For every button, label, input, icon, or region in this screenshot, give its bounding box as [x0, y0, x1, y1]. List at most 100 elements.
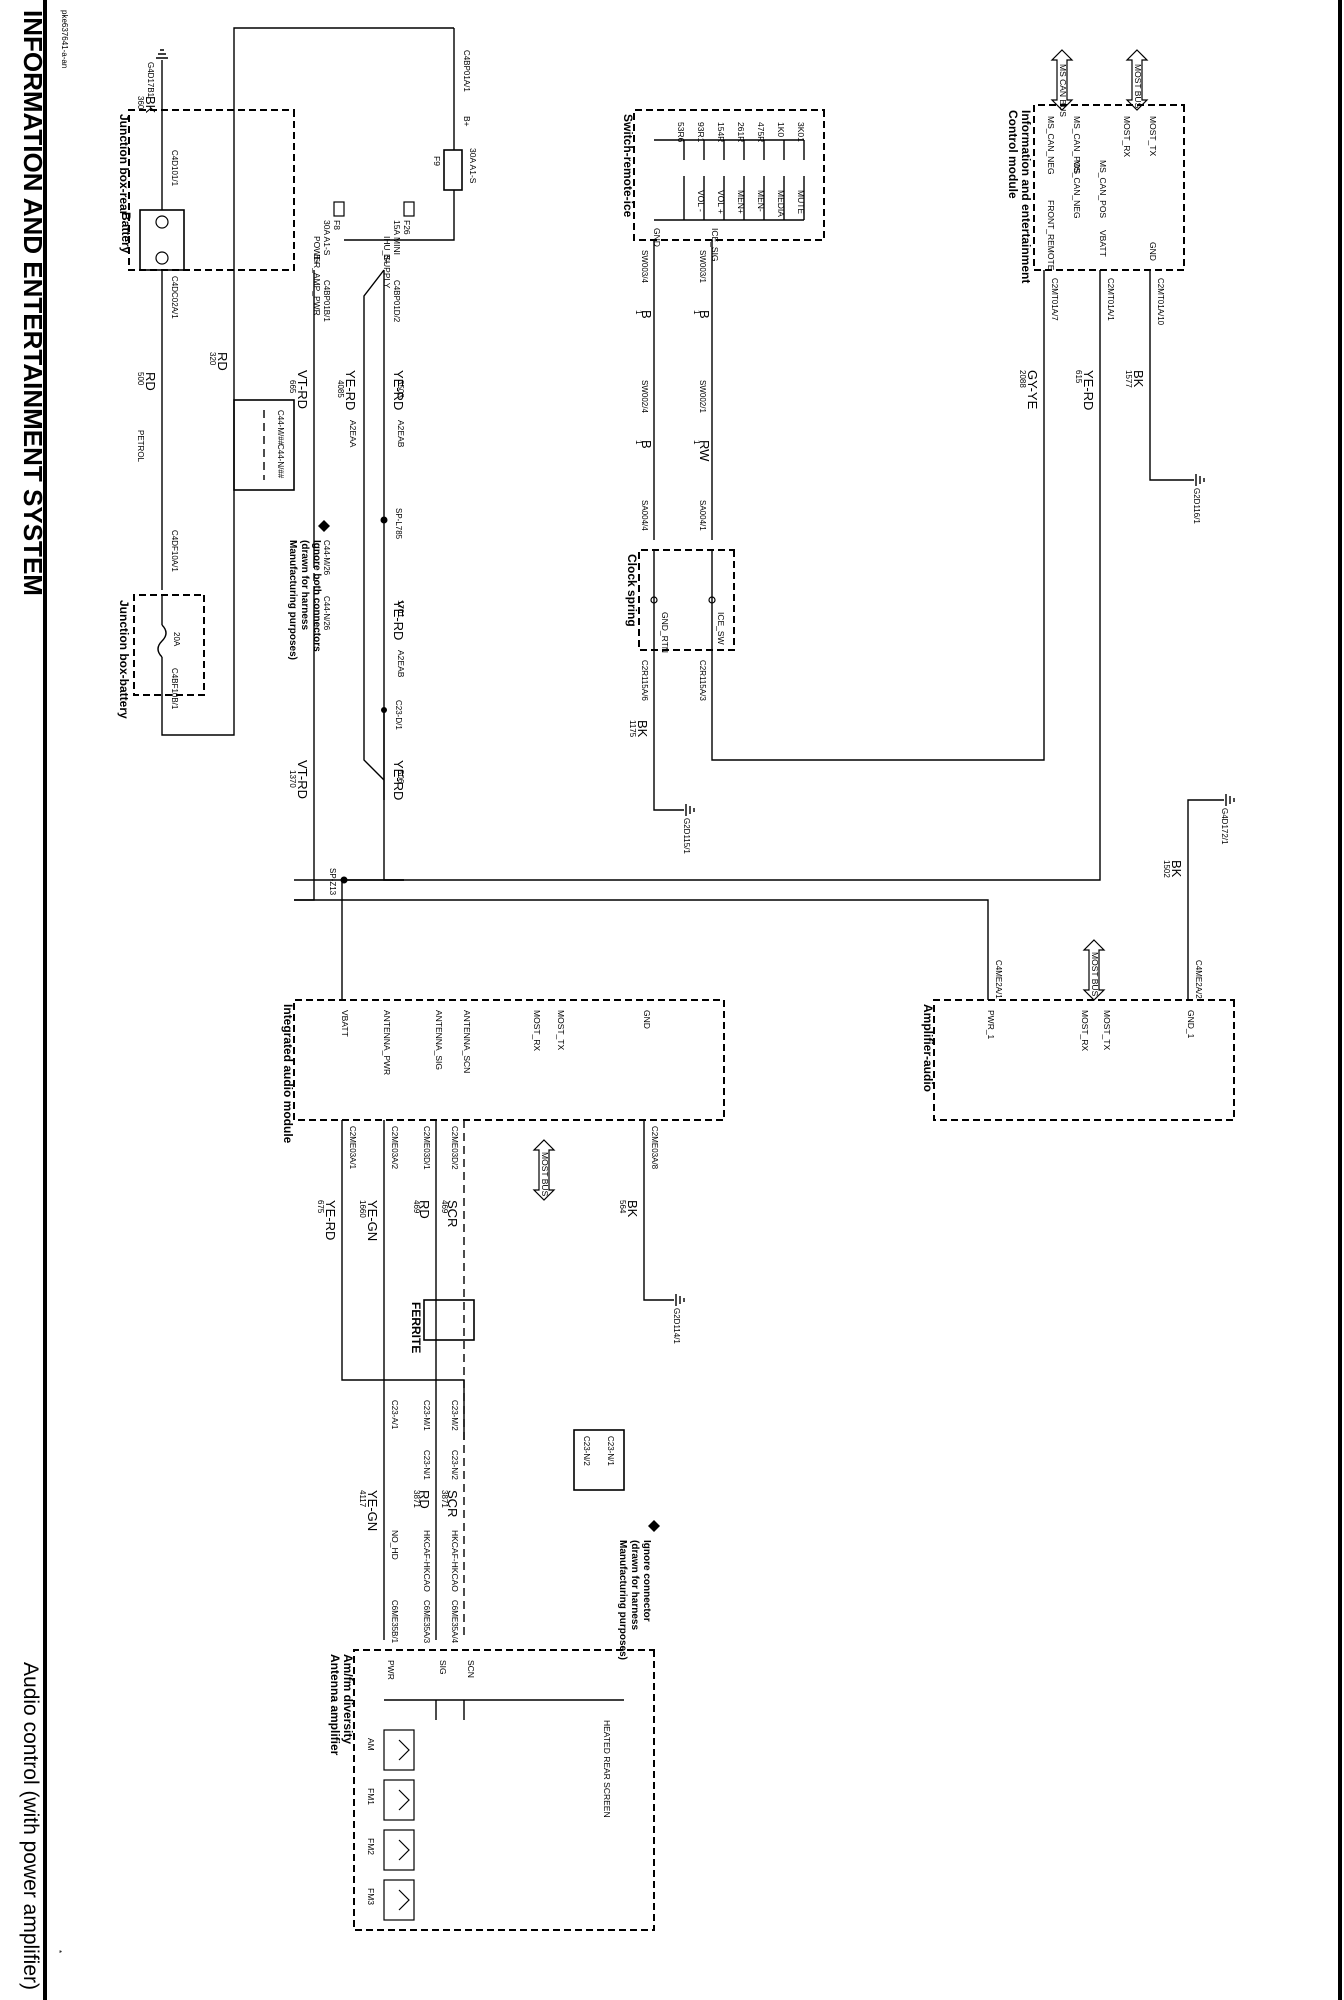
- pin-label: GND: [1148, 242, 1158, 261]
- wire-number: 1: [634, 440, 643, 445]
- switch-label: MEN+: [736, 190, 746, 214]
- fuse-f26-icon: [403, 201, 415, 217]
- wire-color: BK: [1169, 860, 1184, 878]
- wire-number: 1577: [1124, 370, 1133, 388]
- antenna-amplifier-label: Antenna amplifier: [328, 1654, 342, 1756]
- wire-number: 1: [634, 310, 643, 315]
- wire-number: 4085: [336, 380, 345, 398]
- junction-box-battery-label: Junction box-battery: [117, 600, 131, 719]
- antenna-element-fm2: [383, 1829, 415, 1871]
- resistor-value: 261R: [736, 122, 746, 142]
- fuse-id: F8: [332, 220, 342, 230]
- connector-label: C4DC02A/1: [170, 276, 179, 319]
- pin-label: IHU_SUPPLY: [382, 236, 392, 289]
- connector-label: C23-M/2: [450, 1400, 459, 1431]
- connector-label: C2R115A/3: [698, 660, 707, 701]
- pin-label: B+: [462, 116, 472, 127]
- iam-vbatt-wire: [341, 1120, 465, 1440]
- pin-label: MOST_TX: [1148, 116, 1158, 156]
- pin-label: A2EAB: [396, 420, 406, 448]
- connector-label: C44-M/##: [276, 410, 285, 446]
- amp-ground-wire: [1187, 799, 1224, 1000]
- antenna-amplifier: [353, 1649, 655, 1931]
- pin-label: ANTENNA_PWR: [382, 1010, 392, 1075]
- bus-label: MOST BUS: [540, 1152, 550, 1197]
- resistor-value: 475R: [756, 122, 766, 142]
- clock-spring-contact-icon: [650, 596, 658, 604]
- pin-label: GND_RTN: [660, 612, 670, 653]
- wire-color: BK: [625, 1200, 640, 1218]
- wire-number: 469: [412, 1200, 421, 1214]
- pin-label: FRONT_REMOTE: [1046, 200, 1056, 271]
- wire-number: 1660: [358, 1200, 367, 1218]
- connector-label: SW003/1: [698, 250, 707, 283]
- switch-label: MUTE: [796, 190, 806, 214]
- pin-label: MOST_RX: [1122, 116, 1132, 157]
- resistor-value: 93R1: [696, 122, 706, 143]
- note-line: Manufacturing purposes): [287, 540, 298, 660]
- note-line: Ignore both connectors: [311, 540, 322, 652]
- sheet-reference: pke637641-a-an: [60, 10, 69, 68]
- pin-label: SIG: [438, 1660, 448, 1675]
- page-subtitle: Audio control (with power amplifier): [19, 1662, 42, 1990]
- most-bus-arrow-icon: [532, 1139, 556, 1201]
- connector-label: SA004/4: [640, 500, 649, 531]
- module-label: Information and entertainment: [1019, 110, 1033, 283]
- pin-label: MOST_TX: [1102, 1010, 1112, 1050]
- ground-label: G4D172/1: [1220, 808, 1229, 845]
- wire-number: 4117: [358, 1490, 367, 1508]
- ground-label: G2D114/1: [672, 1308, 681, 1344]
- note-line: Manufacturing purposes): [617, 1540, 628, 1660]
- pin-label: MOST_TX: [556, 1010, 566, 1050]
- most-bus-arrow-icon: [1082, 939, 1106, 1001]
- wire-color: YE-GN: [365, 1490, 380, 1531]
- wire-number: 3503: [396, 380, 405, 398]
- antenna-element-fm1: [383, 1779, 415, 1821]
- most-bus-arrow-icon: [1125, 49, 1149, 111]
- wire-number: 3871: [440, 1490, 449, 1508]
- wire-color: VT-RD: [295, 370, 310, 409]
- connector-label: C4BP01D/2: [392, 280, 401, 323]
- pin-label: VBATT: [1098, 230, 1108, 257]
- pin-label: ICE_SW: [716, 612, 726, 645]
- clock-spring-ground-wire: [653, 650, 684, 811]
- antenna-label: FM1: [366, 1788, 376, 1805]
- ferrite-core: [423, 1299, 475, 1341]
- pin-label: PWR: [386, 1660, 396, 1680]
- wire-number: 564: [618, 1200, 627, 1214]
- pin-label: HKCAF-HKCAO: [450, 1530, 460, 1592]
- connector-label: C4DF10A/1: [170, 530, 179, 572]
- splice-label: SP-L785: [394, 508, 403, 540]
- wire-color: BK: [143, 96, 158, 114]
- connector-label: C4BP01A/1: [462, 50, 471, 92]
- wire-number: 1502: [1162, 860, 1171, 878]
- connector-label: C4ME2A/1: [994, 960, 1003, 999]
- wire-color: YE-RD: [391, 370, 406, 410]
- bus-label: MOST BUS: [1133, 64, 1143, 109]
- wire-color: RD: [143, 372, 158, 391]
- wire-color: B: [697, 310, 712, 319]
- wire-number: 2088: [1018, 370, 1027, 388]
- fuse-icon: [157, 624, 167, 658]
- fuse-rating: 30A A1-S: [322, 220, 332, 256]
- wire-number: 675: [316, 1200, 325, 1214]
- switch-resistor-ladder: [654, 139, 805, 221]
- connector-label: C2ME03A/1: [348, 1126, 357, 1170]
- connector-label: C4BF10B/1: [170, 668, 179, 710]
- pin-label: HEATED REAR SCREEN: [602, 1720, 612, 1818]
- connector-label: C4D101/1: [170, 150, 179, 187]
- fuse-rating: 20A: [172, 632, 181, 647]
- junction-box-battery: [133, 594, 205, 696]
- connector-label: C6ME35A/4: [450, 1600, 459, 1644]
- ms-can-bus-arrow-icon: [1050, 49, 1074, 111]
- battery-positive-icon: [155, 251, 169, 265]
- splice-label: SP-Z13: [328, 868, 337, 896]
- pin-label: SCN: [466, 1660, 476, 1678]
- fuse-rating: 30A A1-S: [468, 148, 478, 184]
- wire-color: BK: [635, 720, 650, 738]
- info-entertainment-control-module: [1033, 104, 1185, 271]
- pin-label: MOST_RX: [532, 1010, 542, 1051]
- antenna-label: AM: [366, 1738, 376, 1751]
